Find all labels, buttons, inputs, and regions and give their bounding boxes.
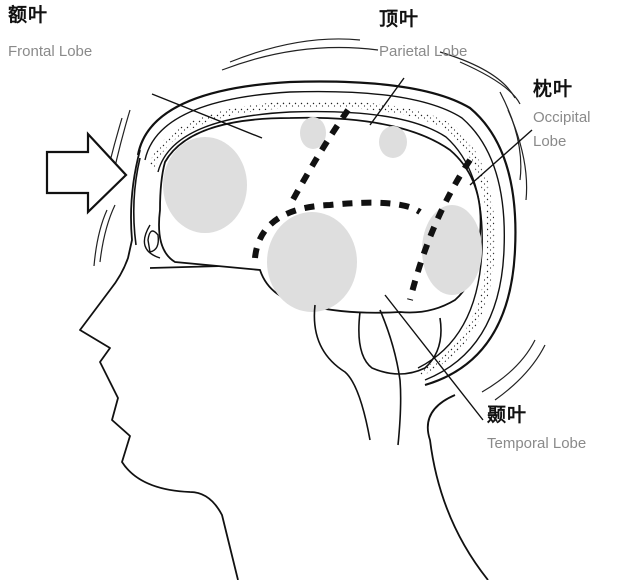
occipital-lobe-en-line2: Lobe xyxy=(533,132,566,152)
frontal-lobe-en: Frontal Lobe xyxy=(8,42,92,62)
occipital-lobe-en: Occipital xyxy=(533,108,591,128)
temporal-region xyxy=(267,212,357,312)
brain xyxy=(159,117,482,445)
parietal-lobe-zh: 顶叶 xyxy=(379,8,419,30)
occipital-lobe-zh: 枕叶 xyxy=(533,78,573,100)
temporal-lobe-zh: 颞叶 xyxy=(487,404,527,426)
occipital-region xyxy=(422,205,482,295)
frontal-region xyxy=(163,137,247,233)
parietal-lobe-en: Parietal Lobe xyxy=(379,42,467,62)
temporal-lobe-en: Temporal Lobe xyxy=(487,434,586,454)
parietal-spot-right xyxy=(379,126,407,158)
frontal-lobe-zh: 额叶 xyxy=(8,4,48,26)
